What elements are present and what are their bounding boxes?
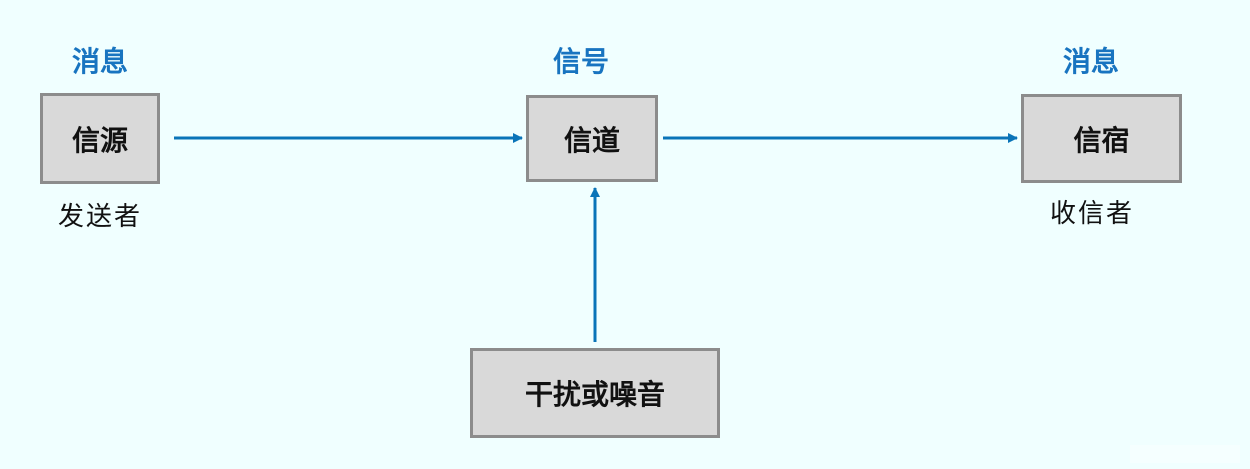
channel-signal-label: 信号	[552, 45, 609, 78]
sink-message-label: 消息	[1062, 45, 1119, 78]
noise-box: 干扰或噪音	[470, 348, 720, 438]
channel-box: 信道	[526, 95, 658, 182]
channel-box-label: 信道	[563, 123, 620, 157]
source-message-label: 消息	[71, 45, 128, 78]
sink-receiver-label: 收信者	[1049, 199, 1134, 229]
source-sender-label: 发送者	[57, 202, 142, 232]
source-box: 信源	[40, 93, 160, 184]
source-box-label: 信源	[71, 123, 128, 157]
watermark-region	[1130, 445, 1240, 463]
sink-box-label: 信宿	[1073, 123, 1130, 157]
noise-box-label: 干扰或噪音	[524, 378, 665, 411]
sink-box: 信宿	[1021, 94, 1182, 183]
